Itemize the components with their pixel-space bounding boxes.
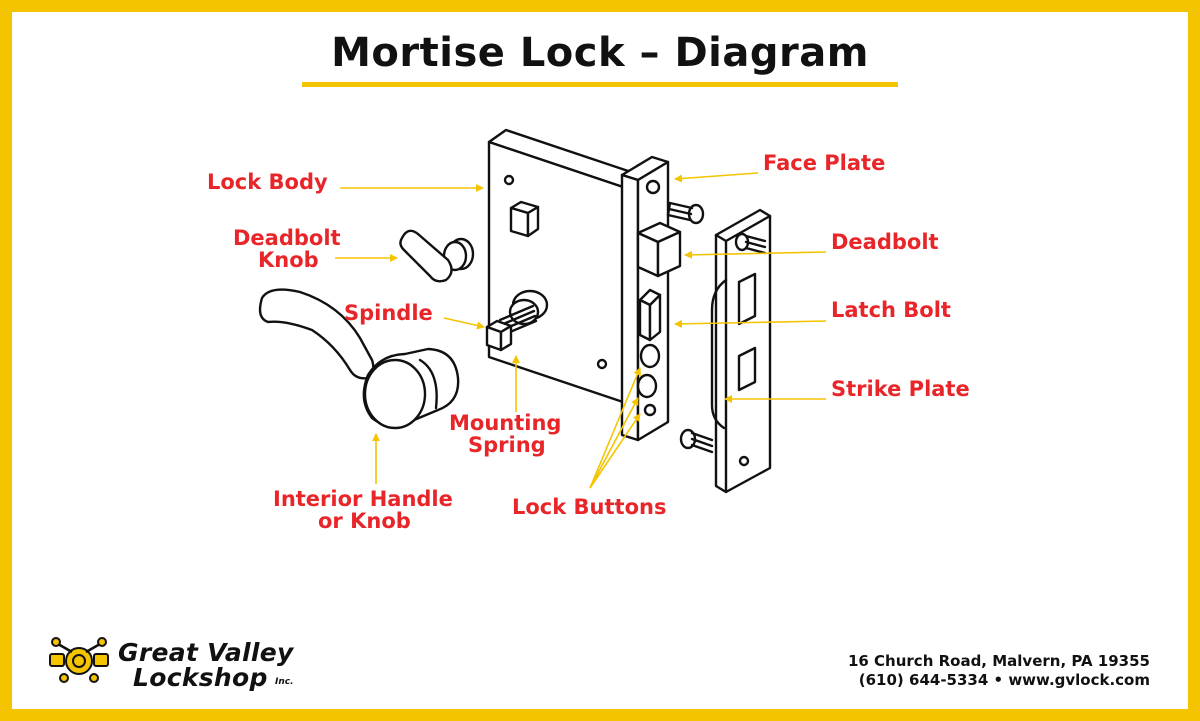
arrow-latch-bolt: [674, 319, 827, 328]
label-mounting-spring-line1: Mounting: [449, 411, 561, 435]
company-name-line2: Lockshop: [133, 663, 268, 692]
title-underline: [302, 82, 898, 87]
callout-arrows: [335, 172, 827, 489]
arrow-deadbolt: [684, 250, 827, 259]
arrow-lock-button-3: [589, 413, 641, 489]
arrow-spindle: [443, 317, 485, 330]
label-spindle: Spindle: [344, 301, 433, 325]
label-interior-handle-line1: Interior Handle: [273, 487, 453, 511]
label-latch-bolt: Latch Bolt: [831, 298, 951, 322]
label-deadbolt-knob-line2: Knob: [258, 248, 319, 272]
strike-plate-part: [679, 208, 772, 494]
label-lock-buttons: Lock Buttons: [512, 495, 666, 519]
arrow-face-plate: [674, 172, 759, 183]
label-deadbolt-knob-line1: Deadbolt: [233, 226, 341, 250]
label-lock-body: Lock Body: [207, 170, 328, 194]
company-suffix: Inc.: [275, 677, 294, 687]
interior-handle-part: [258, 288, 460, 430]
diagram-title: Mortise Lock – Diagram: [331, 30, 869, 76]
label-face-plate: Face Plate: [763, 151, 885, 175]
arrow-lock-button-1: [589, 367, 641, 489]
arrow-lock-button-2: [589, 397, 639, 489]
deadbolt-knob-part: [399, 229, 475, 283]
label-deadbolt: Deadbolt: [831, 230, 939, 254]
company-contact: (610) 644-5334 • www.gvlock.com: [858, 671, 1150, 689]
company-address: 16 Church Road, Malvern, PA 19355: [847, 652, 1150, 670]
label-strike-plate: Strike Plate: [831, 377, 970, 401]
keys-lock-emblem-icon: [49, 637, 109, 683]
label-interior-handle-line2: or Knob: [318, 509, 411, 533]
label-mounting-spring-line2: Spring: [468, 433, 546, 457]
lock-body-part: [487, 128, 642, 404]
face-plate-part: [620, 155, 705, 442]
company-name-line1: Great Valley: [118, 638, 294, 667]
spindle-part: [485, 289, 549, 352]
